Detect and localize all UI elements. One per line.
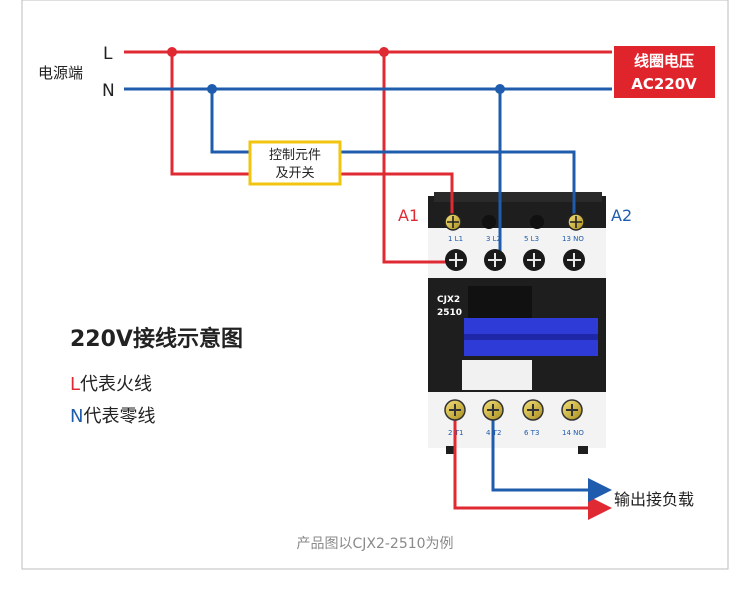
top-terminals [445, 249, 585, 271]
live-wires [124, 50, 612, 520]
coil-voltage-badge [614, 46, 715, 98]
frame-border [21, 0, 729, 570]
contactor-foot-left [446, 446, 456, 454]
screw-top-13-slot [567, 253, 581, 267]
supply-label: 电源端 [38, 64, 83, 82]
legend-l-text: 代表火线 [80, 374, 152, 395]
line-letter: L [103, 44, 113, 64]
screw-top-5-slot [527, 253, 541, 267]
screw-a1-slot [447, 216, 459, 228]
legend-neutral-line: N代表零线 [70, 406, 155, 427]
output-live-wire [453, 412, 612, 520]
junction-dot-neutral-2 [495, 84, 505, 94]
terminal-mark-bottom-14: 14 NO [562, 429, 584, 437]
terminal-mark-top-3: 3 L2 [486, 235, 501, 243]
label-a2: A2 [611, 206, 632, 225]
neutral-letter: N [102, 81, 115, 101]
contactor-foot-right [578, 446, 588, 454]
coil-mid-right-icon [530, 215, 544, 229]
control-box-line1: 控制元件 [269, 148, 321, 163]
contactor-label-window [462, 360, 532, 390]
terminal-mark-top-5: 5 L3 [524, 235, 539, 243]
live-control-to-a1-wire [340, 172, 454, 222]
screw-a2-slot [570, 216, 582, 228]
contactor-slider-groove [464, 334, 598, 340]
label-a1: A1 [398, 206, 419, 225]
screw-bottom-14-slot [566, 404, 578, 416]
legend-n-letter: N [70, 406, 83, 427]
bottom-terminals [444, 399, 583, 421]
live-to-l1-wire [382, 52, 452, 264]
legend-title: 220V接线示意图 [70, 326, 243, 352]
screw-top-3-slot [488, 253, 502, 267]
screw-bottom-2-slot [449, 404, 461, 416]
output-load-label: 输出接负载 [614, 490, 694, 509]
neutral-to-control-wire [210, 89, 250, 154]
contactor-code: 2510 [437, 308, 462, 318]
junction-dot-live-2 [379, 47, 389, 57]
coil-terminals [444, 213, 585, 231]
coil-voltage-line1: 线圈电压 [634, 52, 694, 70]
screw-bottom-4-slot [487, 404, 499, 416]
coil-mid-left-icon [482, 215, 496, 229]
screw-top-1-slot [449, 253, 463, 267]
legend-l-letter: L [70, 374, 80, 395]
neutral-wires [124, 87, 612, 502]
contactor-top-ridge [434, 192, 602, 202]
terminal-mark-top-1: 1 L1 [448, 235, 463, 243]
terminal-mark-top-13: 13 NO [562, 235, 584, 243]
control-element-box [248, 140, 342, 186]
legend-live-line: L代表火线 [70, 374, 152, 395]
live-to-control-wire [170, 52, 250, 176]
contactor-mechanism [468, 286, 532, 318]
legend-n-text: 代表零线 [83, 406, 155, 427]
coil-voltage-line2: AC220V [631, 75, 697, 93]
terminal-mark-bottom-6: 6 T3 [524, 429, 539, 437]
junction-dot-neutral-1 [207, 84, 217, 94]
screw-bottom-6-slot [527, 404, 539, 416]
neutral-control-to-a2-wire [340, 150, 576, 222]
caption: 产品图以CJX2-2510为例 [296, 536, 453, 552]
output-neutral-wire [491, 412, 612, 502]
contactor-model: CJX2 [437, 295, 460, 305]
junction-dot-live-1 [167, 47, 177, 57]
control-box-line2: 及开关 [275, 166, 314, 181]
